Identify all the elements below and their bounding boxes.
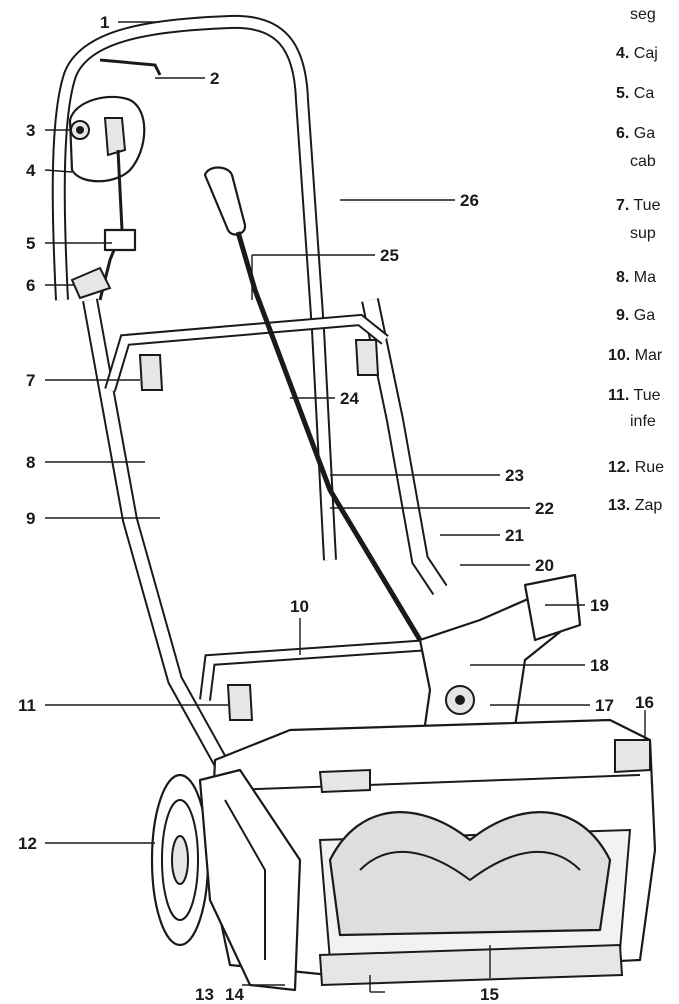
legend-item: infe [630, 413, 656, 430]
auger [328, 811, 612, 937]
legend-item: cab [630, 153, 656, 170]
callout-20: 20 [535, 556, 554, 575]
cable-hook [103, 228, 137, 252]
legend-item: 6. Ga [616, 125, 656, 142]
callout-12: 12 [18, 834, 37, 853]
leader-lines [44, 21, 646, 993]
callout-3: 3 [26, 121, 35, 140]
lower-knob [226, 684, 254, 721]
headlight [614, 739, 651, 774]
callout-18: 18 [590, 656, 609, 675]
callout-17: 17 [595, 696, 614, 715]
callout-25: 25 [380, 246, 399, 265]
legend-item: 7. Tue [616, 197, 661, 214]
callout-8: 8 [26, 453, 35, 472]
callout-9: 9 [26, 509, 35, 528]
callout-1: 1 [100, 13, 109, 32]
callout-7: 7 [26, 371, 35, 390]
callout-2: 2 [210, 69, 219, 88]
legend-item: seg [630, 6, 656, 23]
callout-labels: 1 2 3 4 5 6 7 8 9 10 11 12 13 14 15 16 1… [18, 13, 654, 1004]
legend-item: 4. Caj [616, 45, 658, 62]
callout-23: 23 [505, 466, 524, 485]
legend-item: 13. Zap [608, 497, 663, 514]
upper-knob-left [138, 354, 164, 391]
legend-item: 12. Rue [608, 459, 665, 476]
legend-item: 8. Ma [616, 269, 657, 286]
legend-item: sup [630, 225, 656, 242]
callout-4: 4 [26, 161, 36, 180]
legend-item: 9. Ga [616, 307, 656, 324]
callout-11: 11 [18, 696, 36, 715]
callout-5: 5 [26, 234, 35, 253]
cable-clip [70, 266, 112, 300]
chute-control-rod [235, 231, 423, 642]
callout-24: 24 [340, 389, 359, 408]
scraper-bar [318, 943, 624, 987]
chute-control-grip [203, 166, 247, 236]
legend-item: 5. Ca [616, 85, 655, 102]
callout-15: 15 [480, 985, 499, 1004]
callout-19: 19 [590, 596, 609, 615]
legend-item: 11. Tue [608, 387, 661, 404]
legend-item: 10. Mar [608, 347, 663, 364]
callout-16: 16 [635, 693, 654, 712]
callout-26: 26 [460, 191, 479, 210]
callout-21: 21 [505, 526, 524, 545]
chute-deflector [523, 573, 582, 642]
side-panel [198, 768, 302, 992]
callout-13: 13 [195, 985, 214, 1004]
callout-22: 22 [535, 499, 554, 518]
callout-6: 6 [26, 276, 35, 295]
callout-10: 10 [290, 597, 309, 616]
upper-knob-right [354, 339, 380, 376]
callout-14: 14 [225, 985, 244, 1004]
